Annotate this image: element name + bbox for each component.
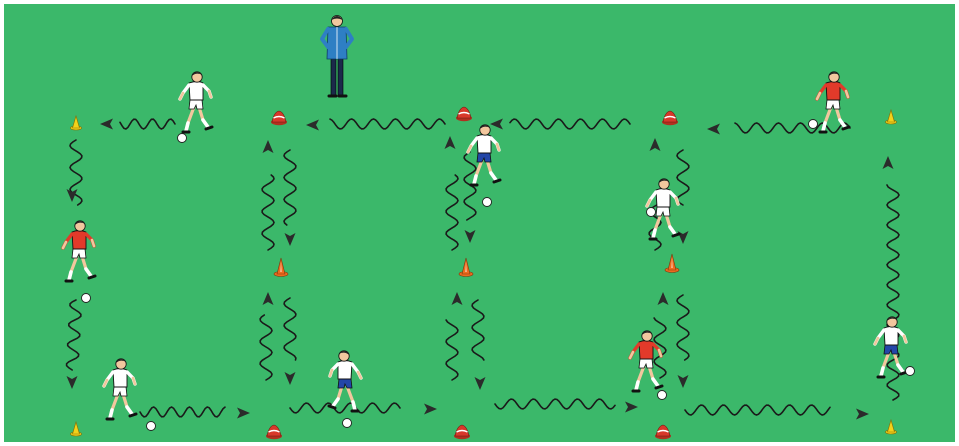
soccer-ball-icon: [82, 294, 91, 303]
soccer-ball-icon: [658, 391, 667, 400]
soccer-ball-icon: [906, 367, 915, 376]
soccer-ball-icon: [343, 419, 352, 428]
soccer-ball-icon: [647, 208, 656, 217]
pitch-grass: [4, 4, 955, 442]
soccer-ball-icon: [483, 198, 492, 207]
soccer-ball-icon: [809, 120, 818, 129]
soccer-ball-icon: [178, 134, 187, 143]
soccer-ball-icon: [147, 422, 156, 431]
